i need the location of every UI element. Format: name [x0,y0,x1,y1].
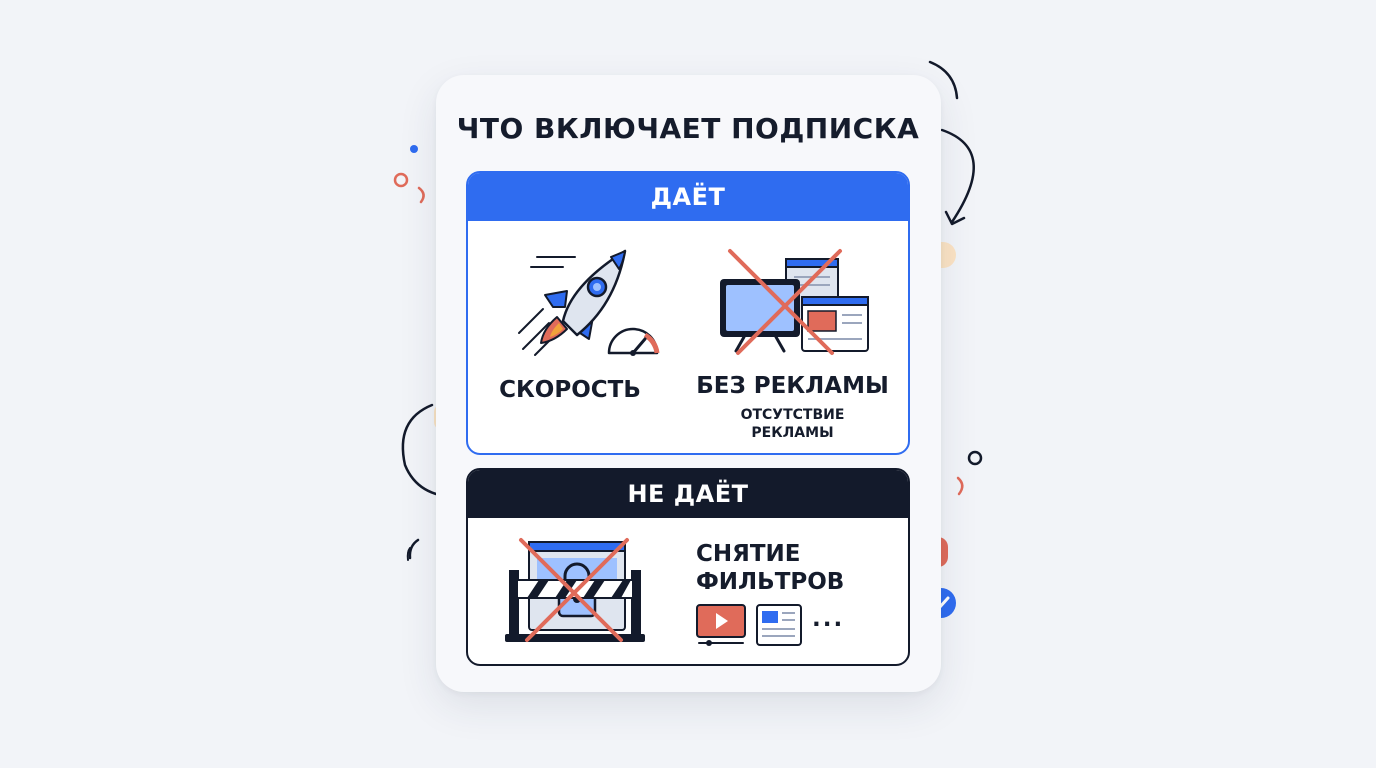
deco-ring-orange [393,172,409,188]
deco-curved-arrow [940,128,975,224]
deco-ring-dark [967,450,983,466]
no-ads-sublabel-line2: РЕКЛАМЫ [751,425,834,441]
deco-arc-bottom-left [408,538,420,560]
more-ellipsis: ... [812,606,845,632]
video-player-icon [696,604,746,646]
no-ads-label: БЕЗ РЕКЛАМЫ [696,373,889,399]
filters-label-line2: ФИЛЬТРОВ [696,569,845,595]
deco-arc [928,60,959,100]
deco-arc-orange-right [956,476,964,496]
deco-dot-blue [410,145,418,153]
crossed-out-barrier-lock-icon [505,538,645,642]
speed-label: СКОРОСТЬ [499,377,641,403]
not-gives-header: НЕ ДАЁТ [468,470,908,518]
page-title: ЧТО ВКЛЮЧАЕТ ПОДПИСКА [456,112,920,145]
no-ads-sublabel-line1: ОТСУТСТВИЕ [740,407,845,423]
filters-label-line1: СНЯТИЕ [696,541,801,567]
rocket-speedometer-icon [518,249,660,356]
gives-header: ДАЁТ [468,173,908,221]
crossed-out-ads-icon [720,249,869,355]
article-page-icon [756,604,802,646]
deco-arc-orange [417,186,425,204]
